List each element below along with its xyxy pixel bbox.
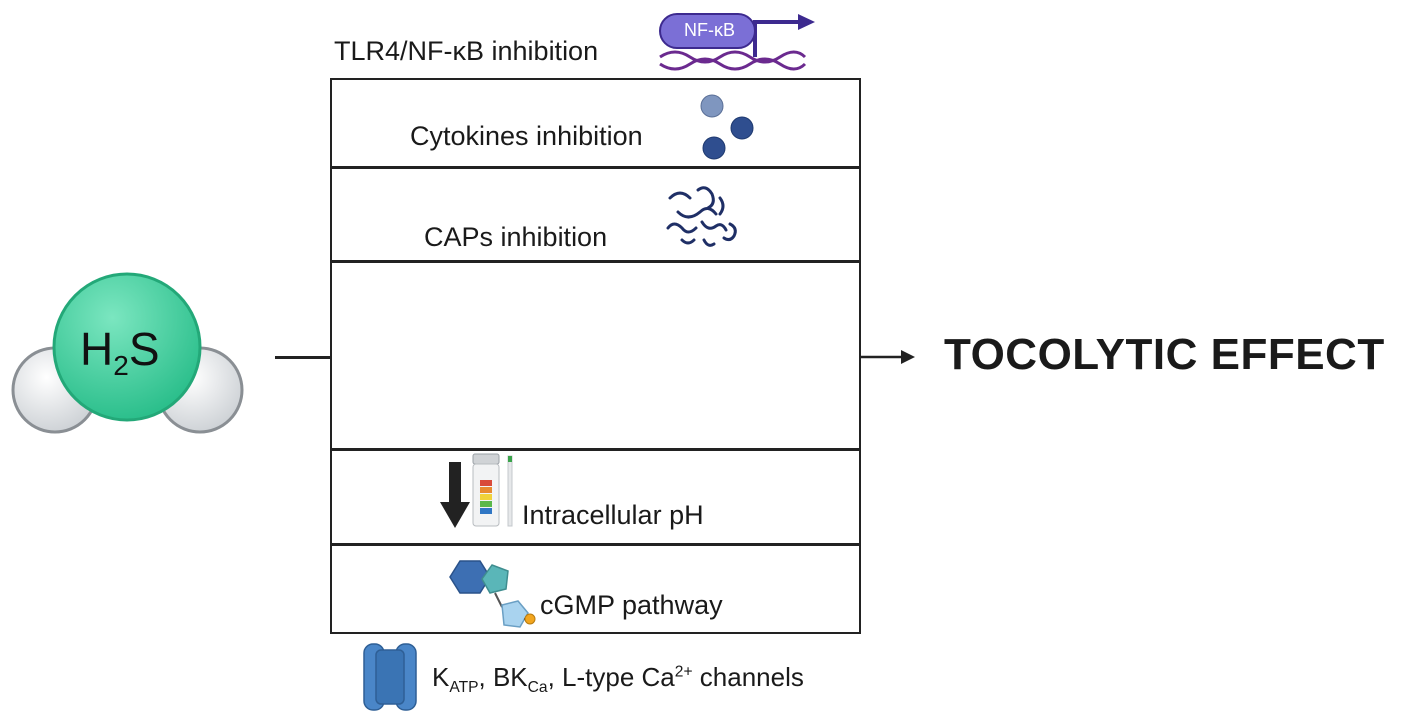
h2s-label: H2S [80,323,160,382]
step-cytokines-label: Cytokines inhibition [410,121,643,151]
step-tlr4-label: TLR4/NF-κB inhibition [334,36,599,66]
mechanism-box [330,78,861,634]
step-cgmp-label: cGMP pathway [540,590,723,620]
down-arrow-icon [440,462,470,528]
step-ph-label: Intracellular pH [522,500,704,530]
cgmp-molecule-icon [449,560,536,628]
h2s-molecule-icon [11,272,244,434]
channels-label: KATP, BKCa, L-type Ca2+ channels [432,662,804,697]
cytokine-spheres-icon [700,94,754,160]
divider-1 [330,166,861,169]
output-arrow [861,350,915,364]
sulfur-atom [52,272,202,422]
nf-kb-badge-label: NF-κB [684,20,735,40]
ion-channel-icon [363,643,417,711]
input-connector [275,356,331,359]
nf-kb-badge [659,13,756,49]
outcome-label: TOCOLYTIC EFFECT [944,330,1385,379]
divider-2 [330,260,861,263]
protein-squiggle-icon [666,186,737,247]
ph-strip-icon [472,453,513,527]
divider-4 [330,543,861,546]
divider-3 [330,448,861,451]
step-caps-label: CAPs inhibition [424,222,608,252]
nf-kb-gene-icon [659,13,815,71]
